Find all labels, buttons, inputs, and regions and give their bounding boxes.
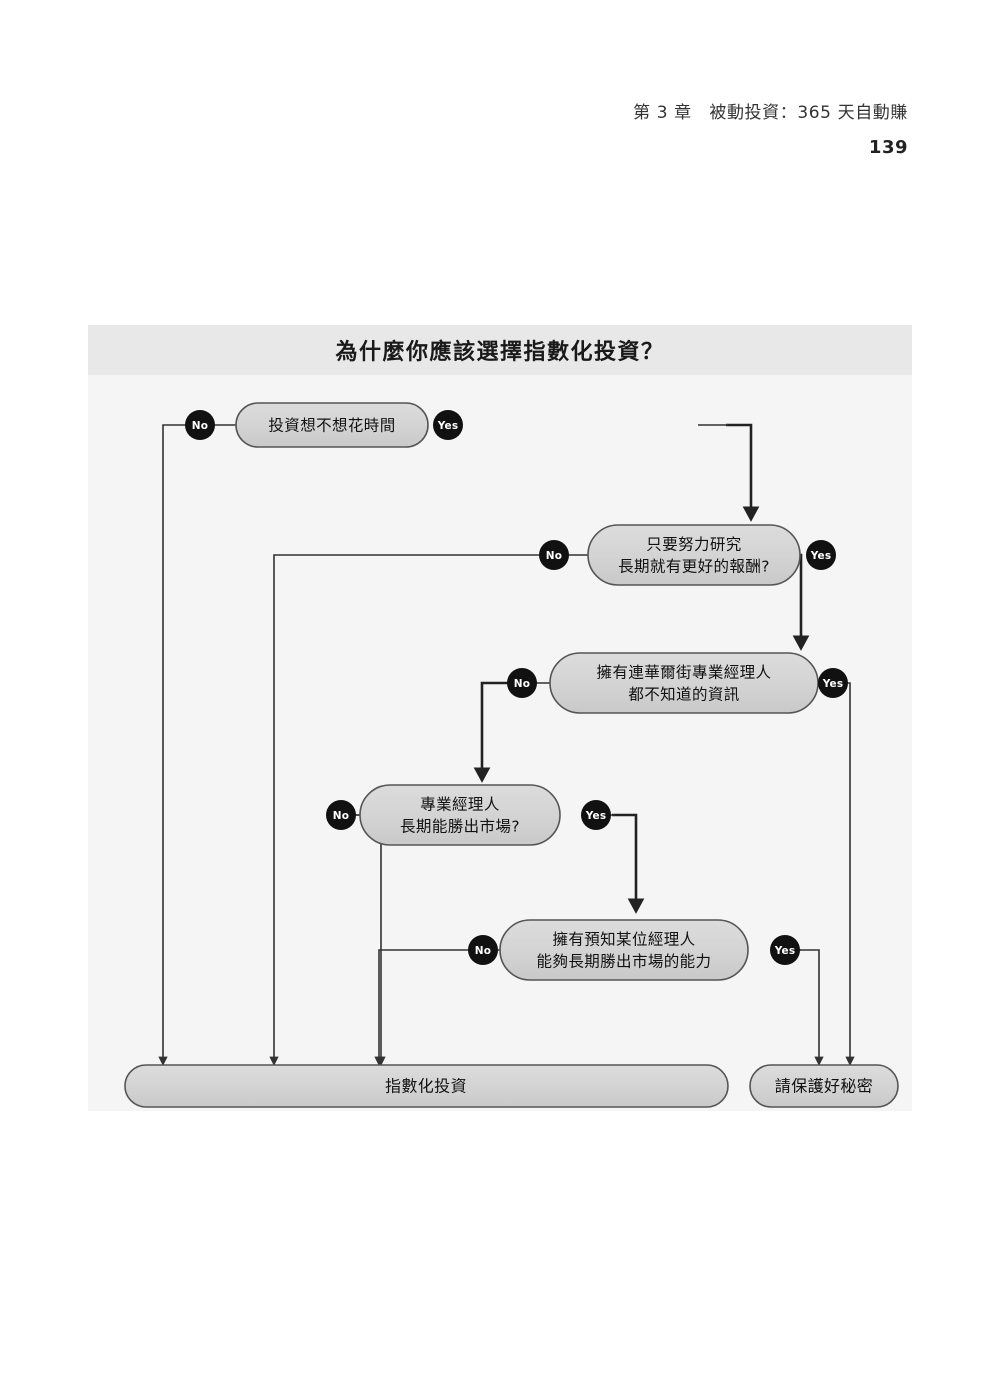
- node-end-secret-shape[interactable]: [749, 1064, 899, 1108]
- edge-q1-no: [158, 424, 186, 1066]
- badge-q1-no[interactable]: No: [185, 410, 215, 440]
- edge-q5-yes: [798, 949, 824, 1066]
- node-end-secret[interactable]: 請保護好秘密: [749, 1064, 899, 1108]
- badge-q4-yes-circle[interactable]: [581, 800, 611, 830]
- badge-q3-yes[interactable]: Yes: [818, 668, 848, 698]
- edge-q5-no: [374, 949, 483, 1066]
- badge-q4-yes[interactable]: Yes: [581, 800, 611, 830]
- edge-q1-yes: [726, 423, 760, 522]
- badge-q5-no[interactable]: No: [468, 935, 498, 965]
- flowchart-panel: 投資想不想花時間 只要努力研究 長期就有更好的報酬? 擁有連華爾街專業經理人 都…: [88, 375, 912, 1111]
- badge-q1-no-text: No: [192, 420, 208, 432]
- badge-q1-yes[interactable]: Yes: [433, 410, 463, 440]
- edge-q2-no: [269, 554, 540, 1066]
- running-header: 第 3 章 被動投資：365 天自動賺 139: [633, 98, 908, 158]
- badge-q5-yes-text: Yes: [774, 945, 796, 957]
- node-q2-line1: 只要努力研究: [646, 536, 741, 554]
- node-q2-line2: 長期就有更好的報酬?: [618, 558, 770, 576]
- node-q1[interactable]: 投資想不想花時間: [235, 402, 429, 448]
- node-q1-shape[interactable]: [235, 402, 429, 448]
- badge-q3-no[interactable]: No: [507, 668, 537, 698]
- badge-q4-yes-text: Yes: [585, 810, 607, 822]
- node-q5[interactable]: 擁有預知某位經理人 能夠長期勝出市場的能力: [499, 919, 749, 981]
- badge-q4-no-circle[interactable]: [326, 800, 356, 830]
- node-end-index-shape[interactable]: [124, 1064, 729, 1108]
- node-q2-shape[interactable]: [587, 524, 801, 586]
- node-end-index-label: 指數化投資: [385, 1077, 467, 1096]
- edge-q4-yes: [612, 813, 645, 914]
- badge-q3-yes-circle[interactable]: [818, 668, 848, 698]
- badge-q2-yes-circle[interactable]: [806, 540, 836, 570]
- node-end-index[interactable]: 指數化投資: [124, 1064, 729, 1108]
- node-end-secret-label: 請保護好秘密: [775, 1077, 873, 1096]
- badge-q3-yes-text: Yes: [822, 678, 844, 690]
- badge-q3-no-circle[interactable]: [507, 668, 537, 698]
- node-q5-shape[interactable]: [499, 919, 749, 981]
- node-q1-line1: 投資想不想花時間: [268, 417, 395, 435]
- badge-q5-no-text: No: [475, 945, 491, 957]
- badge-q2-no-text: No: [546, 550, 562, 562]
- node-q4[interactable]: 專業經理人 長期能勝出市場?: [359, 784, 561, 846]
- edge-q3-no: [473, 681, 537, 783]
- figure-block: 為什麼你應該選擇指數化投資？: [88, 325, 912, 1111]
- badge-q4-no-text: No: [333, 810, 349, 822]
- badge-q2-yes-text: Yes: [810, 550, 832, 562]
- chapter-header-text: 第 3 章 被動投資：365 天自動賺: [633, 103, 908, 123]
- node-q2[interactable]: 只要努力研究 長期就有更好的報酬?: [587, 524, 801, 586]
- node-q4-shape[interactable]: [359, 784, 561, 846]
- edge-q4-no: [341, 814, 386, 1066]
- flowchart-svg: 投資想不想花時間 只要努力研究 長期就有更好的報酬? 擁有連華爾街專業經理人 都…: [124, 402, 899, 1108]
- edge-q3-yes: [843, 682, 855, 1066]
- badge-q3-no-text: No: [514, 678, 530, 690]
- node-q3-shape[interactable]: [549, 652, 819, 714]
- badge-q1-no-circle[interactable]: [185, 410, 215, 440]
- node-q5-line2: 能夠長期勝出市場的能力: [537, 953, 712, 971]
- node-q4-line1: 專業經理人: [420, 796, 500, 814]
- badge-q2-yes[interactable]: Yes: [806, 540, 836, 570]
- node-q3-line2: 都不知道的資訊: [628, 686, 739, 704]
- node-q3-line1: 擁有連華爾街專業經理人: [597, 664, 772, 682]
- badge-q5-yes-circle[interactable]: [770, 935, 800, 965]
- badge-q1-yes-text: Yes: [437, 420, 459, 432]
- figure-title-bar: 為什麼你應該選擇指數化投資？: [88, 325, 912, 375]
- figure-title: 為什麼你應該選擇指數化投資？: [335, 340, 665, 365]
- badge-q4-no[interactable]: No: [326, 800, 356, 830]
- badge-q1-yes-circle[interactable]: [433, 410, 463, 440]
- page-number: 139: [868, 137, 908, 158]
- node-q5-line1: 擁有預知某位經理人: [552, 931, 695, 949]
- node-q4-line2: 長期能勝出市場?: [400, 818, 520, 836]
- badge-q5-yes[interactable]: Yes: [770, 935, 800, 965]
- badge-q2-no[interactable]: No: [539, 540, 569, 570]
- badge-q5-no-circle[interactable]: [468, 935, 498, 965]
- node-q3[interactable]: 擁有連華爾街專業經理人 都不知道的資訊: [549, 652, 819, 714]
- badge-q2-no-circle[interactable]: [539, 540, 569, 570]
